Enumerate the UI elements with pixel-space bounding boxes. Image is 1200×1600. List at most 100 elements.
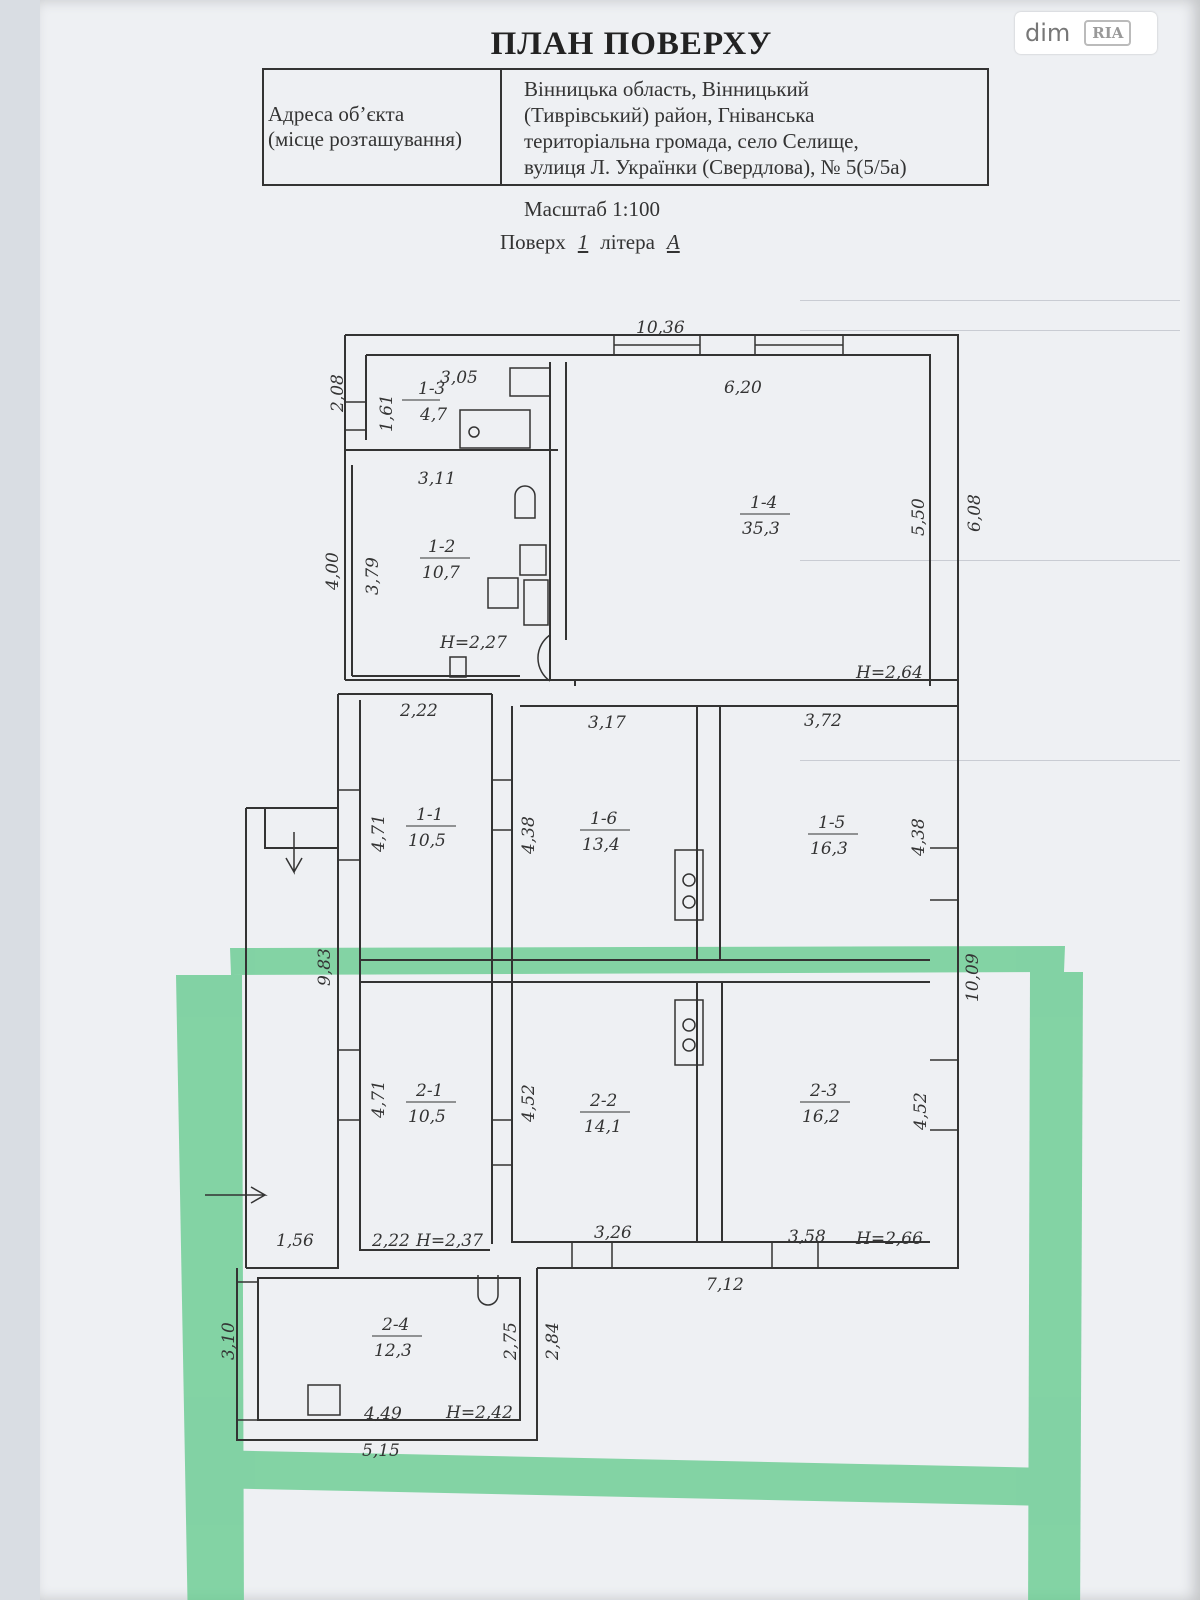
- inner-wall: [359, 700, 490, 1251]
- partition-wall: [696, 982, 723, 1242]
- letter-label: літера: [600, 230, 655, 254]
- dimension-label: 3,10: [219, 1322, 239, 1360]
- room-id: 1-4: [750, 493, 777, 513]
- furnace-burner-icon: [682, 873, 696, 887]
- fixtures: [205, 367, 704, 1416]
- outer-wall: [345, 334, 959, 1269]
- window: [237, 1281, 258, 1421]
- partition-wall: [696, 706, 721, 960]
- height-label: Н=2,37: [415, 1231, 483, 1251]
- dimension-label: 5,50: [909, 498, 929, 536]
- scale-label: Масштаб 1:100: [524, 197, 661, 221]
- room-id: 2-2: [589, 1091, 617, 1111]
- room-2-4-inner-wall: [257, 1277, 521, 1421]
- chimney-icon: [449, 656, 467, 678]
- window: [754, 335, 844, 355]
- cross-wall: [338, 693, 958, 707]
- watermark-dim-text: dim: [1025, 19, 1071, 47]
- dimension-label: 4,38: [909, 818, 929, 857]
- room-id: 1-6: [590, 809, 618, 829]
- ghost-line: [800, 300, 1180, 301]
- dimension-label: 9,83: [315, 948, 335, 986]
- height-label: Н=2,27: [439, 633, 507, 653]
- outer-wall: [246, 694, 339, 1269]
- room-id: 1-3: [418, 379, 445, 399]
- room-2-4-wall: [236, 1268, 538, 1441]
- dimria-watermark: dim RIA: [1015, 12, 1157, 54]
- address-line: територіальна громада, село Селище,: [524, 129, 859, 153]
- room-area: 14,1: [584, 1117, 622, 1137]
- height-label: Н=2,64: [855, 663, 923, 683]
- address-label-line: Адреса об’єкта: [268, 102, 405, 126]
- toilet-icon: [509, 367, 551, 397]
- windows: [237, 335, 958, 1421]
- door-arc: [537, 634, 551, 682]
- address-value-cell: Вінницька область, Вінницький (Тиврівськ…: [504, 70, 987, 184]
- furnace-burner-icon: [682, 1038, 696, 1052]
- dimension-label: 3,58: [788, 1227, 826, 1247]
- dimension-label: 4,71: [369, 814, 389, 853]
- partition-wall: [511, 706, 930, 1243]
- window: [345, 401, 366, 431]
- sink-icon: [468, 426, 480, 438]
- ghost-line: [800, 330, 1180, 331]
- green-highlight-marker: [176, 946, 1083, 1600]
- dimension-label: 10,36: [636, 318, 685, 338]
- cross-wall: [360, 959, 930, 983]
- height-label: Н=2,42: [445, 1403, 513, 1423]
- room-area: 16,3: [810, 839, 848, 859]
- dimension-label: 1,56: [276, 1231, 314, 1251]
- dimension-label: 2,08: [328, 374, 348, 413]
- room-area: 10,5: [408, 831, 446, 851]
- entry-arrow-icon: [205, 1186, 268, 1204]
- dimension-label: 4,38: [519, 816, 539, 855]
- window: [771, 1242, 819, 1268]
- porch-wall: [245, 807, 338, 1268]
- ghost-line: [800, 560, 1180, 561]
- room-area: 16,2: [802, 1107, 840, 1127]
- room-area: 10,5: [408, 1107, 446, 1127]
- dimension-label: 2,22: [399, 701, 438, 721]
- floor-label: Поверх: [500, 230, 566, 254]
- heater-icon: [523, 579, 549, 626]
- height-label: Н=2,66: [855, 1229, 923, 1249]
- dimension-label: 6,08: [965, 494, 985, 532]
- room-area: 10,7: [422, 563, 460, 583]
- room-id: 2-4: [381, 1315, 409, 1335]
- room-id: 2-3: [809, 1081, 837, 1101]
- room-id: 1-5: [818, 813, 845, 833]
- stove-icon: [307, 1384, 341, 1416]
- room-id: 1-1: [416, 805, 443, 825]
- room-labels: 1-3 4,7 1-4 35,3 1-2 10,7 1-1 10,5 1-6 1…: [372, 379, 858, 1361]
- window: [493, 1119, 513, 1166]
- dimension-label: 4,49: [363, 1404, 402, 1424]
- address-table: Адреса об’єкта (місце розташування) Вінн…: [262, 68, 989, 186]
- toilet-icon: [477, 1275, 499, 1306]
- room-area: 12,3: [374, 1341, 412, 1361]
- stove-icon: [487, 577, 519, 609]
- furnace-icon: [674, 849, 704, 921]
- window: [613, 335, 701, 355]
- dimension-label: 4,00: [323, 552, 343, 591]
- dimension-label: 2,22: [371, 1231, 410, 1251]
- dimension-label: 10,09: [963, 953, 983, 1002]
- page-title: ПЛАН ПОВЕРХУ: [490, 26, 773, 62]
- address-line: Вінницька область, Вінницький: [524, 77, 809, 101]
- window: [930, 847, 958, 901]
- room-id: 1-2: [428, 537, 455, 557]
- height-labels: Н=2,27 Н=2,64 Н=2,37 Н=2,66 Н=2,42: [415, 633, 923, 1423]
- dimension-label: 6,20: [724, 378, 762, 398]
- dimension-label: 2,84: [543, 1322, 563, 1361]
- ria-logo-icon: RIA: [1084, 20, 1132, 46]
- dimension-label: 5,15: [362, 1441, 400, 1461]
- window: [493, 779, 513, 831]
- dimension-label: 4,52: [519, 1084, 539, 1123]
- window: [338, 1049, 360, 1121]
- dimension-label: 3,79: [363, 557, 383, 595]
- address-line: вулиця Л. Українки (Свердлова), № 5(5/5а…: [524, 155, 907, 179]
- furnace-burner-icon: [682, 895, 696, 909]
- dimension-label: 3,11: [418, 469, 456, 489]
- ghost-line: [800, 760, 1180, 761]
